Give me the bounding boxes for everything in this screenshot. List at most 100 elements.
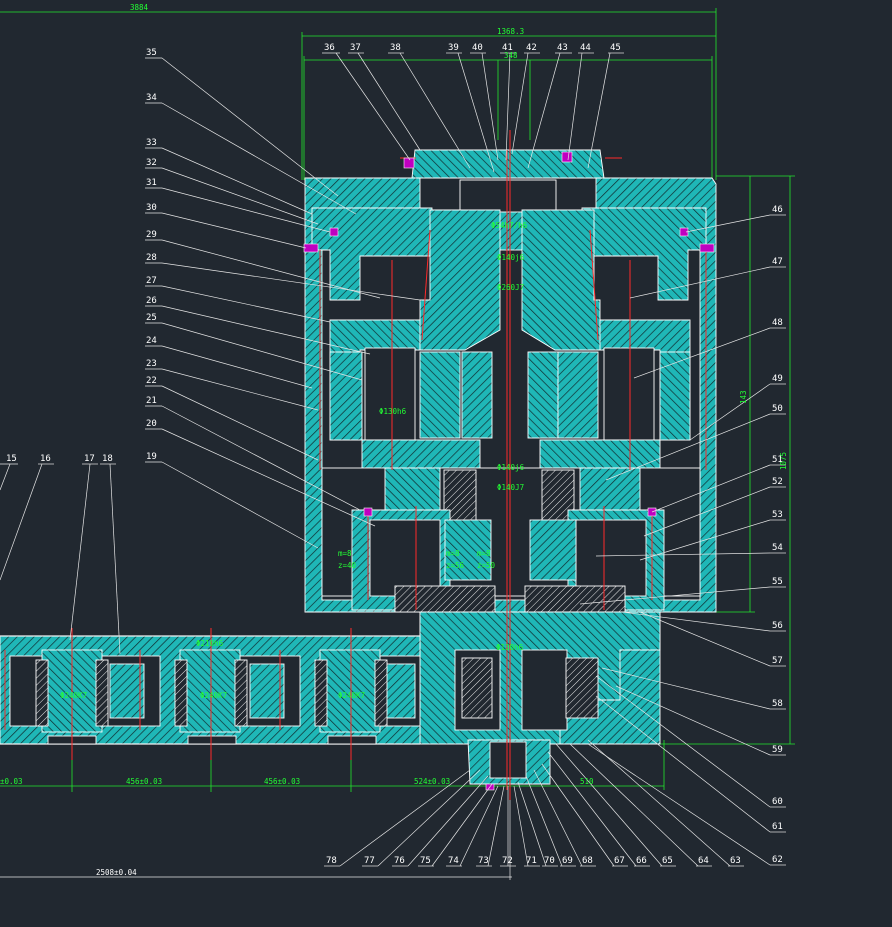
gear-z-3: z=50 <box>477 561 496 570</box>
part-numbers-right: 46 47 48 49 50 51 52 53 54 55 56 57 58 5… <box>772 205 783 865</box>
part-numbers-gear-row: 15 16 17 18 <box>6 454 113 464</box>
part-78: 78 <box>326 856 337 866</box>
dim-bottom-overall: 2508±0.04 <box>96 868 137 877</box>
part-74: 74 <box>448 856 459 866</box>
part-50: 50 <box>772 404 783 414</box>
part-42: 42 <box>526 43 537 53</box>
part-36: 36 <box>324 43 335 53</box>
part-34: 34 <box>146 93 157 103</box>
part-27: 27 <box>146 276 157 286</box>
part-57: 57 <box>772 656 783 666</box>
fit-2: Φ140j6 <box>497 253 525 262</box>
part-numbers-bottom: 78 77 76 75 74 73 72 71 70 69 68 67 66 6… <box>326 856 741 866</box>
dim-span-2: 456±0.03 <box>126 777 162 786</box>
part-25: 25 <box>146 313 157 323</box>
part-47: 47 <box>772 257 783 267</box>
part-40: 40 <box>472 43 483 53</box>
part-60: 60 <box>772 797 783 807</box>
upper-housing <box>304 149 717 785</box>
part-32: 32 <box>146 158 157 168</box>
part-28: 28 <box>146 253 157 263</box>
part-41: 41 <box>502 43 513 53</box>
dim-span-1: ±0.03 <box>0 777 23 786</box>
dim-span-5: 510 <box>580 777 594 786</box>
part-75: 75 <box>420 856 431 866</box>
part-19: 19 <box>146 452 157 462</box>
part-73: 73 <box>478 856 489 866</box>
centerlines <box>4 130 707 800</box>
part-38: 38 <box>390 43 401 53</box>
part-31: 31 <box>146 178 157 188</box>
part-56: 56 <box>772 621 783 631</box>
dim-span-3: 456±0.03 <box>264 777 300 786</box>
leader-lines <box>0 52 786 867</box>
fit-4: Φ130h6 <box>379 407 407 416</box>
part-53: 53 <box>772 510 783 520</box>
part-70: 70 <box>544 856 555 866</box>
fit-8: Φ210h6 <box>196 639 224 648</box>
part-23: 23 <box>146 359 157 369</box>
part-18: 18 <box>102 454 113 464</box>
gear-m-2: m=8 <box>446 549 460 558</box>
fit-5: Φ140j6 <box>497 463 525 472</box>
dim-shaft-dia: 348 <box>504 51 518 60</box>
dimension-lines <box>0 8 795 880</box>
gear-z-2: z=56 <box>446 561 465 570</box>
gear-row-housing <box>0 635 421 745</box>
dimension-text: 3884 1368.3 348 ±0.03 456±0.03 456±0.03 … <box>0 3 788 877</box>
part-62: 62 <box>772 855 783 865</box>
part-30: 30 <box>146 203 157 213</box>
part-15: 15 <box>6 454 17 464</box>
dim-span-4: 524±0.03 <box>414 777 450 786</box>
part-33: 33 <box>146 138 157 148</box>
gear-z-1: z=40 <box>338 561 357 570</box>
part-49: 49 <box>772 374 783 384</box>
dim-right-h2: 1075 <box>779 452 788 470</box>
part-26: 26 <box>146 296 157 306</box>
part-35: 35 <box>146 48 157 58</box>
part-77: 77 <box>364 856 375 866</box>
part-68: 68 <box>582 856 593 866</box>
fit-annotations: Φ54h7/h6 Φ140j6 Φ260J7 Φ130h6 Φ140j6 Φ14… <box>60 221 528 700</box>
part-numbers-left: 35 34 33 32 31 30 29 28 27 26 25 24 23 2… <box>146 48 157 462</box>
fit-1: Φ54h7/h6 <box>491 221 528 230</box>
dim-top-overall: 3884 <box>130 3 149 12</box>
part-numbers-top: 36 37 38 39 40 41 42 43 44 45 <box>324 43 621 53</box>
part-55: 55 <box>772 577 783 587</box>
part-43: 43 <box>557 43 568 53</box>
part-21: 21 <box>146 396 157 406</box>
part-22: 22 <box>146 376 157 386</box>
part-59: 59 <box>772 745 783 755</box>
fit-7: Φ130h6 <box>496 643 524 652</box>
part-52: 52 <box>772 477 783 487</box>
dim-upper-width: 1368.3 <box>497 27 524 36</box>
part-37: 37 <box>350 43 361 53</box>
part-69: 69 <box>562 856 573 866</box>
part-71: 71 <box>526 856 537 866</box>
gear-m-1: m=8 <box>338 549 352 558</box>
part-76: 76 <box>394 856 405 866</box>
part-72: 72 <box>502 856 513 866</box>
part-65: 65 <box>662 856 673 866</box>
part-61: 61 <box>772 822 783 832</box>
part-64: 64 <box>698 856 709 866</box>
part-66: 66 <box>636 856 647 866</box>
part-24: 24 <box>146 336 157 346</box>
fit-9: Φ240K7 <box>60 691 87 700</box>
fit-6: Φ140J7 <box>497 483 524 492</box>
part-45: 45 <box>610 43 621 53</box>
part-46: 46 <box>772 205 783 215</box>
part-39: 39 <box>448 43 459 53</box>
part-16: 16 <box>40 454 51 464</box>
fit-10: Φ240K7 <box>200 691 227 700</box>
part-20: 20 <box>146 419 157 429</box>
part-54: 54 <box>772 543 783 553</box>
dim-right-h1: 143 <box>739 390 748 404</box>
part-17: 17 <box>84 454 95 464</box>
part-29: 29 <box>146 230 157 240</box>
part-58: 58 <box>772 699 783 709</box>
part-51: 51 <box>772 455 783 465</box>
gear-m-3: m=8 <box>477 549 491 558</box>
